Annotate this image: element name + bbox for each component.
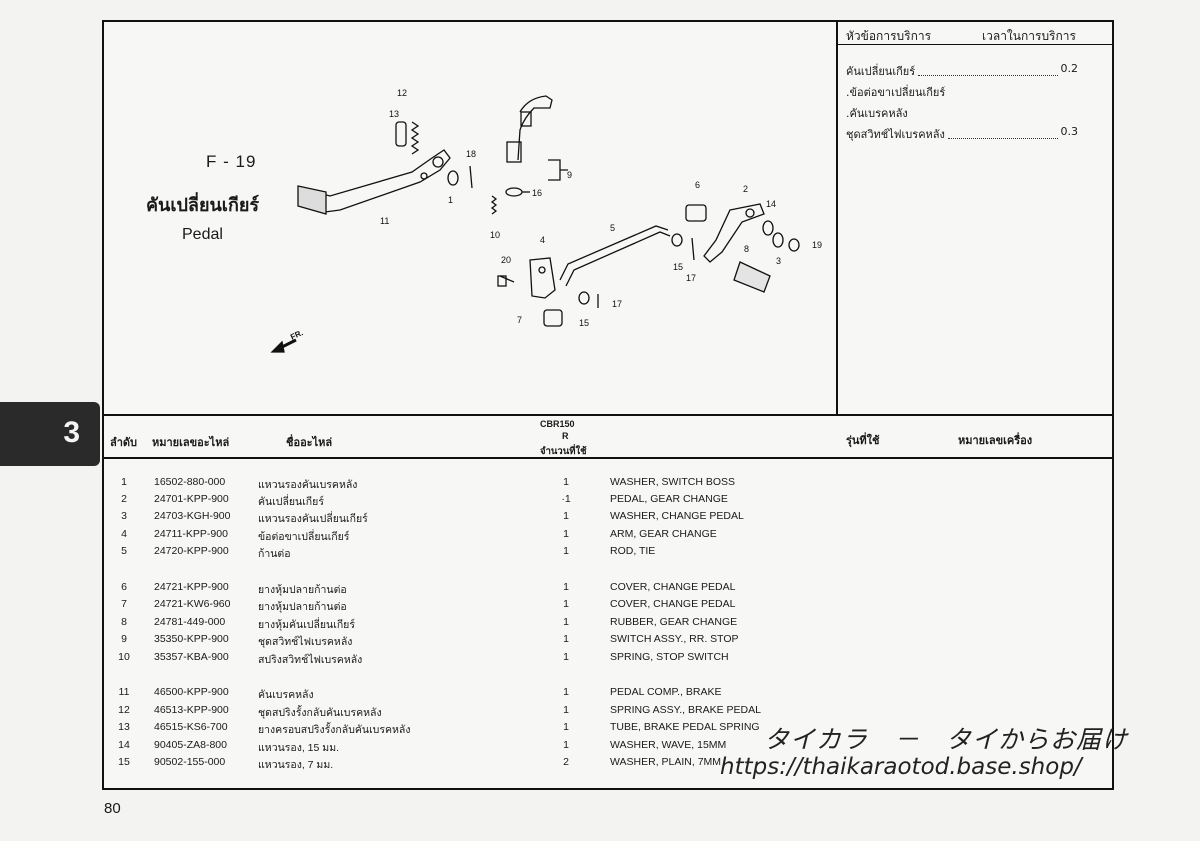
callout-12: 12: [397, 88, 407, 98]
section-tab: 3: [0, 402, 100, 466]
callout-11: 11: [380, 216, 389, 226]
page-frame: [102, 20, 1114, 790]
divider-table-header: [102, 457, 1114, 459]
figure-code: F - 19: [206, 152, 257, 171]
callout-15: 15: [579, 318, 589, 328]
col-header-name: ชื่ออะไหล่: [286, 436, 333, 449]
callout-1: 1: [448, 195, 453, 205]
callout-10: 10: [490, 230, 500, 240]
callout-6: 6: [695, 180, 700, 190]
service-header-left: หัวข้อการบริการ: [846, 29, 932, 43]
service-item: .คันเบรคหลัง: [846, 107, 908, 120]
col-header-part-no: หมายเลขอะไหล่: [152, 436, 230, 449]
callout-17: 17: [612, 299, 622, 309]
callout-19: 19: [812, 240, 822, 250]
service-header-right: เวลาในการบริการ: [982, 29, 1076, 43]
divider-service-header: [838, 44, 1114, 45]
callout-5: 5: [610, 223, 615, 233]
callout-16: 16: [532, 188, 542, 198]
col-header-qty: จำนวนที่ใช้: [540, 446, 587, 457]
callout-20: 20: [501, 255, 511, 265]
divider-table-top: [102, 414, 1114, 416]
exploded-parts-diagram: 12 13 18 1 11 10 9 16 6 2 14 4 5 3 19 20…: [270, 88, 822, 353]
col-header-engine-no: หมายเลขเครื่อง: [958, 434, 1033, 447]
watermark-line1: タイカラ － タイからお届け: [764, 725, 1129, 754]
callout-15: 15: [673, 262, 683, 272]
callout-9: 9: [567, 170, 572, 180]
service-item: คันเปลี่ยนเกียร์0.2: [846, 62, 1078, 78]
section-tab-number: 3: [63, 416, 80, 449]
callout-2: 2: [743, 184, 748, 194]
page-number: 80: [104, 800, 121, 817]
col-header-model: CBR150: [540, 419, 575, 429]
callout-14: 14: [766, 199, 776, 209]
callout-17: 17: [686, 273, 696, 283]
col-header-used-in: รุ่นที่ใช้: [846, 434, 880, 447]
col-header-no: ลำดับ: [110, 436, 138, 449]
callout-7: 7: [517, 315, 522, 325]
figure-title-en: Pedal: [182, 226, 223, 243]
divider-service: [836, 20, 838, 415]
watermark-line2: https://thaikaraotod.base.shop/: [720, 754, 1082, 780]
service-item: .ข้อต่อขาเปลี่ยนเกียร์: [846, 86, 946, 99]
figure-title-th: คันเปลี่ยนเกียร์: [146, 195, 260, 216]
callout-18: 18: [466, 149, 476, 159]
fr-label: FR.: [289, 328, 304, 342]
callout-4: 4: [540, 235, 545, 245]
callout-13: 13: [389, 109, 399, 119]
callout-8: 8: [744, 244, 749, 254]
col-header-model-sub: R: [562, 431, 569, 441]
callout-3: 3: [776, 256, 781, 266]
